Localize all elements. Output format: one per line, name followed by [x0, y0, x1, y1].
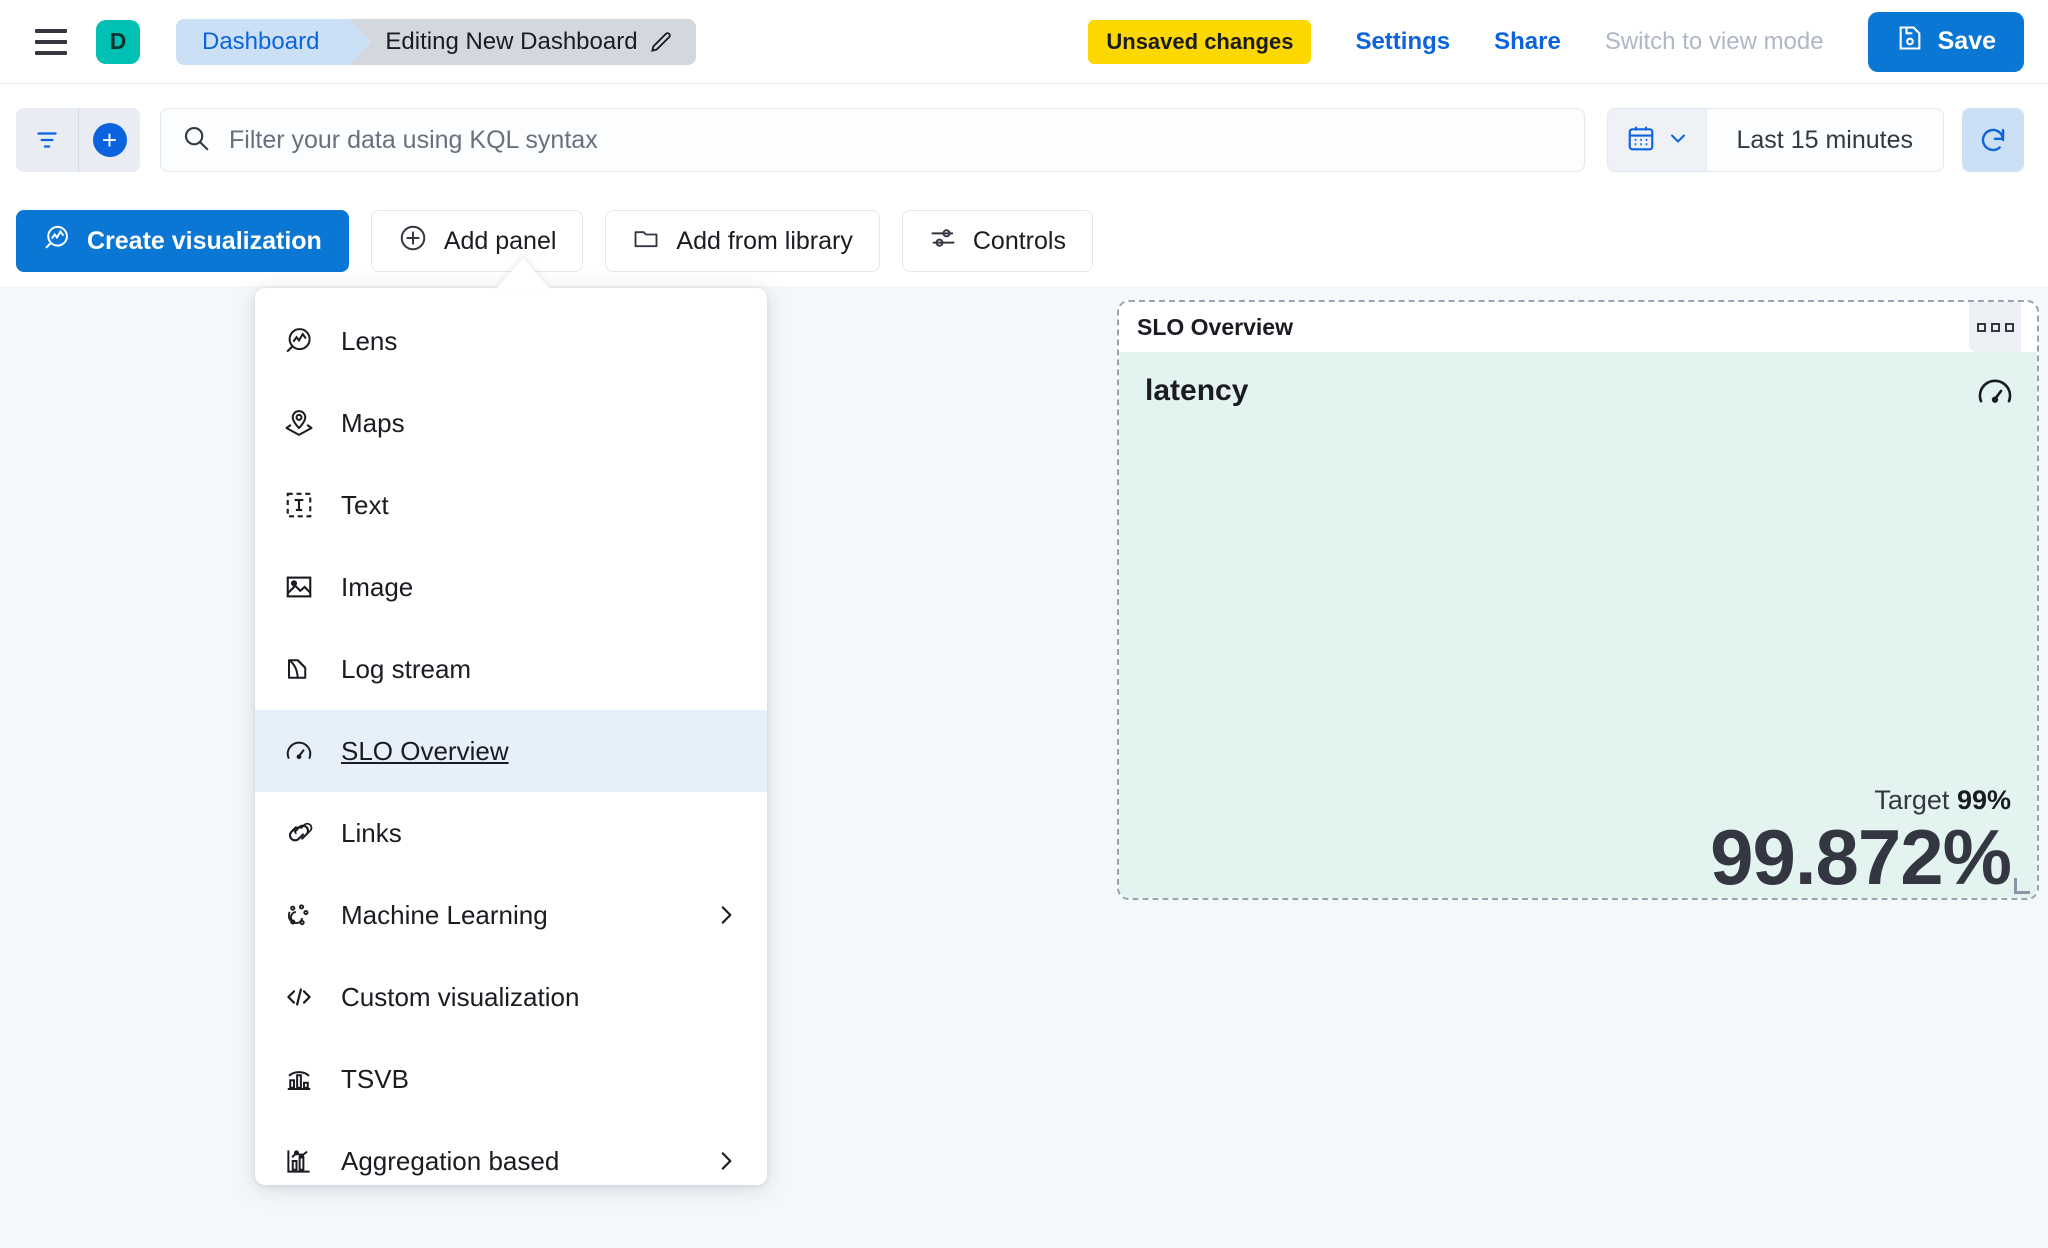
aggregation-chart-icon — [283, 1145, 315, 1177]
map-marker-layers-icon — [283, 407, 315, 439]
plus-circle-outline-icon — [398, 223, 428, 260]
chevron-right-icon — [713, 1148, 739, 1174]
popover-arrow — [497, 258, 549, 288]
menu-item-log-stream[interactable]: Log stream — [255, 628, 767, 710]
menu-item-lens[interactable]: Lens — [255, 300, 767, 382]
breadcrumb-label: Dashboard — [202, 27, 320, 55]
pencil-icon[interactable] — [648, 29, 674, 55]
add-filter-button[interactable]: + — [78, 108, 140, 172]
log-stream-icon — [283, 653, 315, 685]
gauge-icon — [283, 735, 315, 767]
menu-item-label: SLO Overview — [341, 735, 509, 766]
switch-to-view-mode-link[interactable]: Switch to view mode — [1604, 27, 1824, 55]
tsvb-bars-icon — [283, 1063, 315, 1095]
slo-target-label: Target — [1874, 784, 1950, 815]
menu-item-image[interactable]: Image — [255, 546, 767, 628]
controls-button[interactable]: Controls — [901, 210, 1093, 272]
calendar-icon — [1626, 123, 1656, 158]
lens-icon — [43, 224, 71, 259]
menu-item-label: TSVB — [341, 1063, 409, 1094]
slo-overview-panel[interactable]: SLO Overview latency Target 99% 99.872% — [1117, 300, 2039, 900]
menu-item-maps[interactable]: Maps — [255, 382, 767, 464]
panel-options-icon[interactable] — [1969, 302, 2021, 352]
image-icon — [283, 571, 315, 603]
create-visualization-label: Create visualization — [87, 226, 322, 255]
save-button-label: Save — [1937, 27, 1996, 55]
code-brackets-icon — [283, 981, 315, 1013]
menu-item-label: Lens — [341, 325, 398, 356]
menu-item-label: Custom visualization — [341, 981, 580, 1012]
settings-link[interactable]: Settings — [1355, 27, 1451, 55]
panel-body: latency Target 99% 99.872% — [1119, 352, 2037, 900]
menu-item-machine-learning[interactable]: Machine Learning — [255, 874, 767, 956]
add-from-library-button[interactable]: Add from library — [605, 210, 880, 272]
slo-name: latency — [1145, 374, 1249, 407]
save-disk-icon — [1896, 24, 1924, 59]
slo-sli-value: 99.872% — [1710, 812, 2012, 900]
resize-handle-icon[interactable] — [2014, 878, 2030, 894]
add-panel-label: Add panel — [443, 226, 557, 255]
slo-target: Target 99% — [1710, 785, 2011, 816]
avatar[interactable]: D — [96, 19, 140, 64]
add-from-library-label: Add from library — [676, 226, 853, 255]
slo-target-value: 99% — [1956, 784, 2011, 815]
breadcrumb: Dashboard Editing New Dashboard — [176, 18, 696, 65]
chevron-right-icon — [713, 902, 739, 928]
hamburger-icon[interactable] — [30, 21, 72, 63]
search-input[interactable]: Filter your data using KQL syntax — [160, 108, 1585, 172]
menu-item-label: Log stream — [341, 653, 472, 684]
query-bar: + Filter your data using KQL syntax — [0, 84, 2048, 196]
slo-metrics: Target 99% 99.872% — [1710, 785, 2012, 900]
refresh-icon[interactable] — [1962, 108, 2024, 172]
menu-item-text[interactable]: Text — [255, 464, 767, 546]
app-header: D Dashboard Editing New Dashboard Unsave… — [0, 0, 2048, 84]
save-button[interactable]: Save — [1867, 11, 2024, 72]
text-box-icon — [283, 489, 315, 521]
menu-item-slo-overview[interactable]: SLO Overview — [255, 710, 767, 792]
menu-item-label: Image — [341, 571, 414, 602]
machine-learning-icon — [283, 899, 315, 931]
menu-item-label: Links — [341, 817, 402, 848]
chevron-down-icon — [1666, 126, 1690, 155]
panel-title: SLO Overview — [1137, 313, 1293, 340]
status-badge[interactable]: Unsaved changes — [1088, 19, 1312, 64]
breadcrumb-item-editing[interactable]: Editing New Dashboard — [349, 18, 696, 65]
share-link[interactable]: Share — [1494, 27, 1561, 55]
search-input-placeholder: Filter your data using KQL syntax — [229, 125, 598, 154]
panel-header: SLO Overview — [1119, 302, 2037, 352]
folder-icon — [632, 224, 660, 259]
menu-item-label: Text — [341, 489, 389, 520]
controls-label: Controls — [972, 226, 1066, 255]
search-icon — [181, 123, 211, 158]
filter-icon[interactable] — [16, 108, 78, 172]
dashboard-toolbar: Create visualization Add panel Add from … — [0, 196, 2048, 286]
gauge-icon — [1975, 372, 2015, 417]
menu-item-label: Machine Learning — [341, 899, 548, 930]
link-chain-icon — [283, 817, 315, 849]
date-picker: Last 15 minutes — [1606, 108, 1944, 172]
menu-item-custom-visualization[interactable]: Custom visualization — [255, 956, 767, 1038]
add-panel-button[interactable]: Add panel — [370, 210, 584, 272]
plus-circle-icon: + — [92, 123, 127, 157]
filter-controls: + — [16, 108, 140, 172]
breadcrumb-item-dashboard[interactable]: Dashboard — [176, 18, 372, 65]
menu-item-tsvb[interactable]: TSVB — [255, 1038, 767, 1120]
menu-item-label: Aggregation based — [341, 1145, 560, 1176]
controls-sliders-icon — [929, 224, 957, 259]
lens-icon — [283, 325, 315, 357]
menu-item-links[interactable]: Links — [255, 792, 767, 874]
menu-item-aggregation-based[interactable]: Aggregation based — [255, 1120, 767, 1202]
time-range-value[interactable]: Last 15 minutes — [1706, 109, 1943, 171]
breadcrumb-label: Editing New Dashboard — [385, 27, 638, 55]
date-quick-menu-button[interactable] — [1607, 109, 1707, 171]
menu-item-label: Maps — [341, 407, 405, 438]
create-visualization-button[interactable]: Create visualization — [16, 210, 349, 272]
header-actions: Unsaved changes Settings Share Switch to… — [1088, 11, 2024, 72]
